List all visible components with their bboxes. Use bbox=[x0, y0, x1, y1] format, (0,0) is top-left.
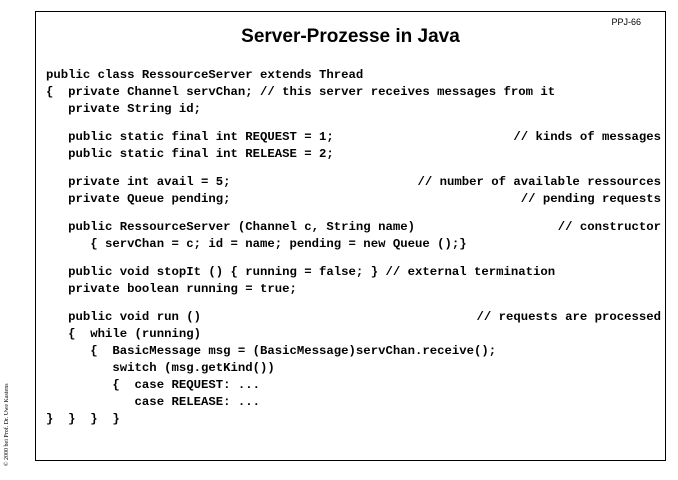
code-text: public void stopIt () { running = false;… bbox=[46, 265, 556, 279]
code-text: public void run () bbox=[46, 310, 201, 324]
code-line: case RELEASE: ... bbox=[46, 394, 661, 411]
page-id: PPJ-66 bbox=[611, 17, 641, 27]
code-line: { servChan = c; id = name; pending = new… bbox=[46, 236, 661, 253]
code-line: } } } } bbox=[46, 411, 661, 428]
code-text: { servChan = c; id = name; pending = new… bbox=[46, 237, 467, 251]
code-text: { while (running) bbox=[46, 327, 201, 341]
code-text: public RessourceServer (Channel c, Strin… bbox=[46, 220, 415, 234]
code-line: { case REQUEST: ... bbox=[46, 377, 661, 394]
code-text: } } } } bbox=[46, 412, 120, 426]
code-line: public void run () // requests are proces… bbox=[46, 309, 661, 326]
code-text: public class RessourceServer extends Thr… bbox=[46, 68, 364, 82]
code-text: { case REQUEST: ... bbox=[46, 378, 261, 392]
code-text: switch (msg.getKind()) bbox=[46, 361, 275, 375]
code-text: { private Channel servChan; // this serv… bbox=[46, 85, 556, 99]
code-line: { while (running) bbox=[46, 326, 661, 343]
code-line: switch (msg.getKind()) bbox=[46, 360, 661, 377]
code-text: private String id; bbox=[46, 102, 201, 116]
code-block: public class RessourceServer extends Thr… bbox=[46, 67, 661, 428]
code-comment: // kinds of messages bbox=[513, 130, 661, 144]
code-text: { BasicMessage msg = (BasicMessage)servC… bbox=[46, 344, 497, 358]
slide-title: Server-Prozesse in Java bbox=[241, 26, 460, 47]
copyright-notice: © 2000 bei Prof. Dr. Uwe Kastens bbox=[4, 383, 10, 466]
code-line: private boolean running = true; bbox=[46, 281, 661, 298]
code-line: { BasicMessage msg = (BasicMessage)servC… bbox=[46, 343, 661, 360]
code-text: private boolean running = true; bbox=[46, 282, 297, 296]
code-text: private Queue pending; bbox=[46, 192, 231, 206]
code-line: { private Channel servChan; // this serv… bbox=[46, 84, 661, 101]
code-comment: // number of available ressources bbox=[417, 175, 661, 189]
code-text: private int avail = 5; bbox=[46, 175, 231, 189]
code-line: public class RessourceServer extends Thr… bbox=[46, 67, 661, 84]
code-line: public void stopIt () { running = false;… bbox=[46, 264, 661, 281]
code-line: private String id; bbox=[46, 101, 661, 118]
code-line: public RessourceServer (Channel c, Strin… bbox=[46, 219, 661, 236]
code-line: public static final int RELEASE = 2; bbox=[46, 146, 661, 163]
code-comment: // constructor bbox=[557, 220, 661, 234]
code-line: private Queue pending; // pending request… bbox=[46, 191, 661, 208]
code-comment: // pending requests bbox=[520, 192, 661, 206]
code-text: public static final int RELEASE = 2; bbox=[46, 147, 334, 161]
code-text: public static final int REQUEST = 1; bbox=[46, 130, 334, 144]
slide-frame: PPJ-66 Server-Prozesse in Java public cl… bbox=[35, 11, 666, 461]
code-line: private int avail = 5; // number of avail… bbox=[46, 174, 661, 191]
code-text: case RELEASE: ... bbox=[46, 395, 261, 409]
code-comment: // requests are processed bbox=[476, 310, 661, 324]
code-line: public static final int REQUEST = 1; // k… bbox=[46, 129, 661, 146]
